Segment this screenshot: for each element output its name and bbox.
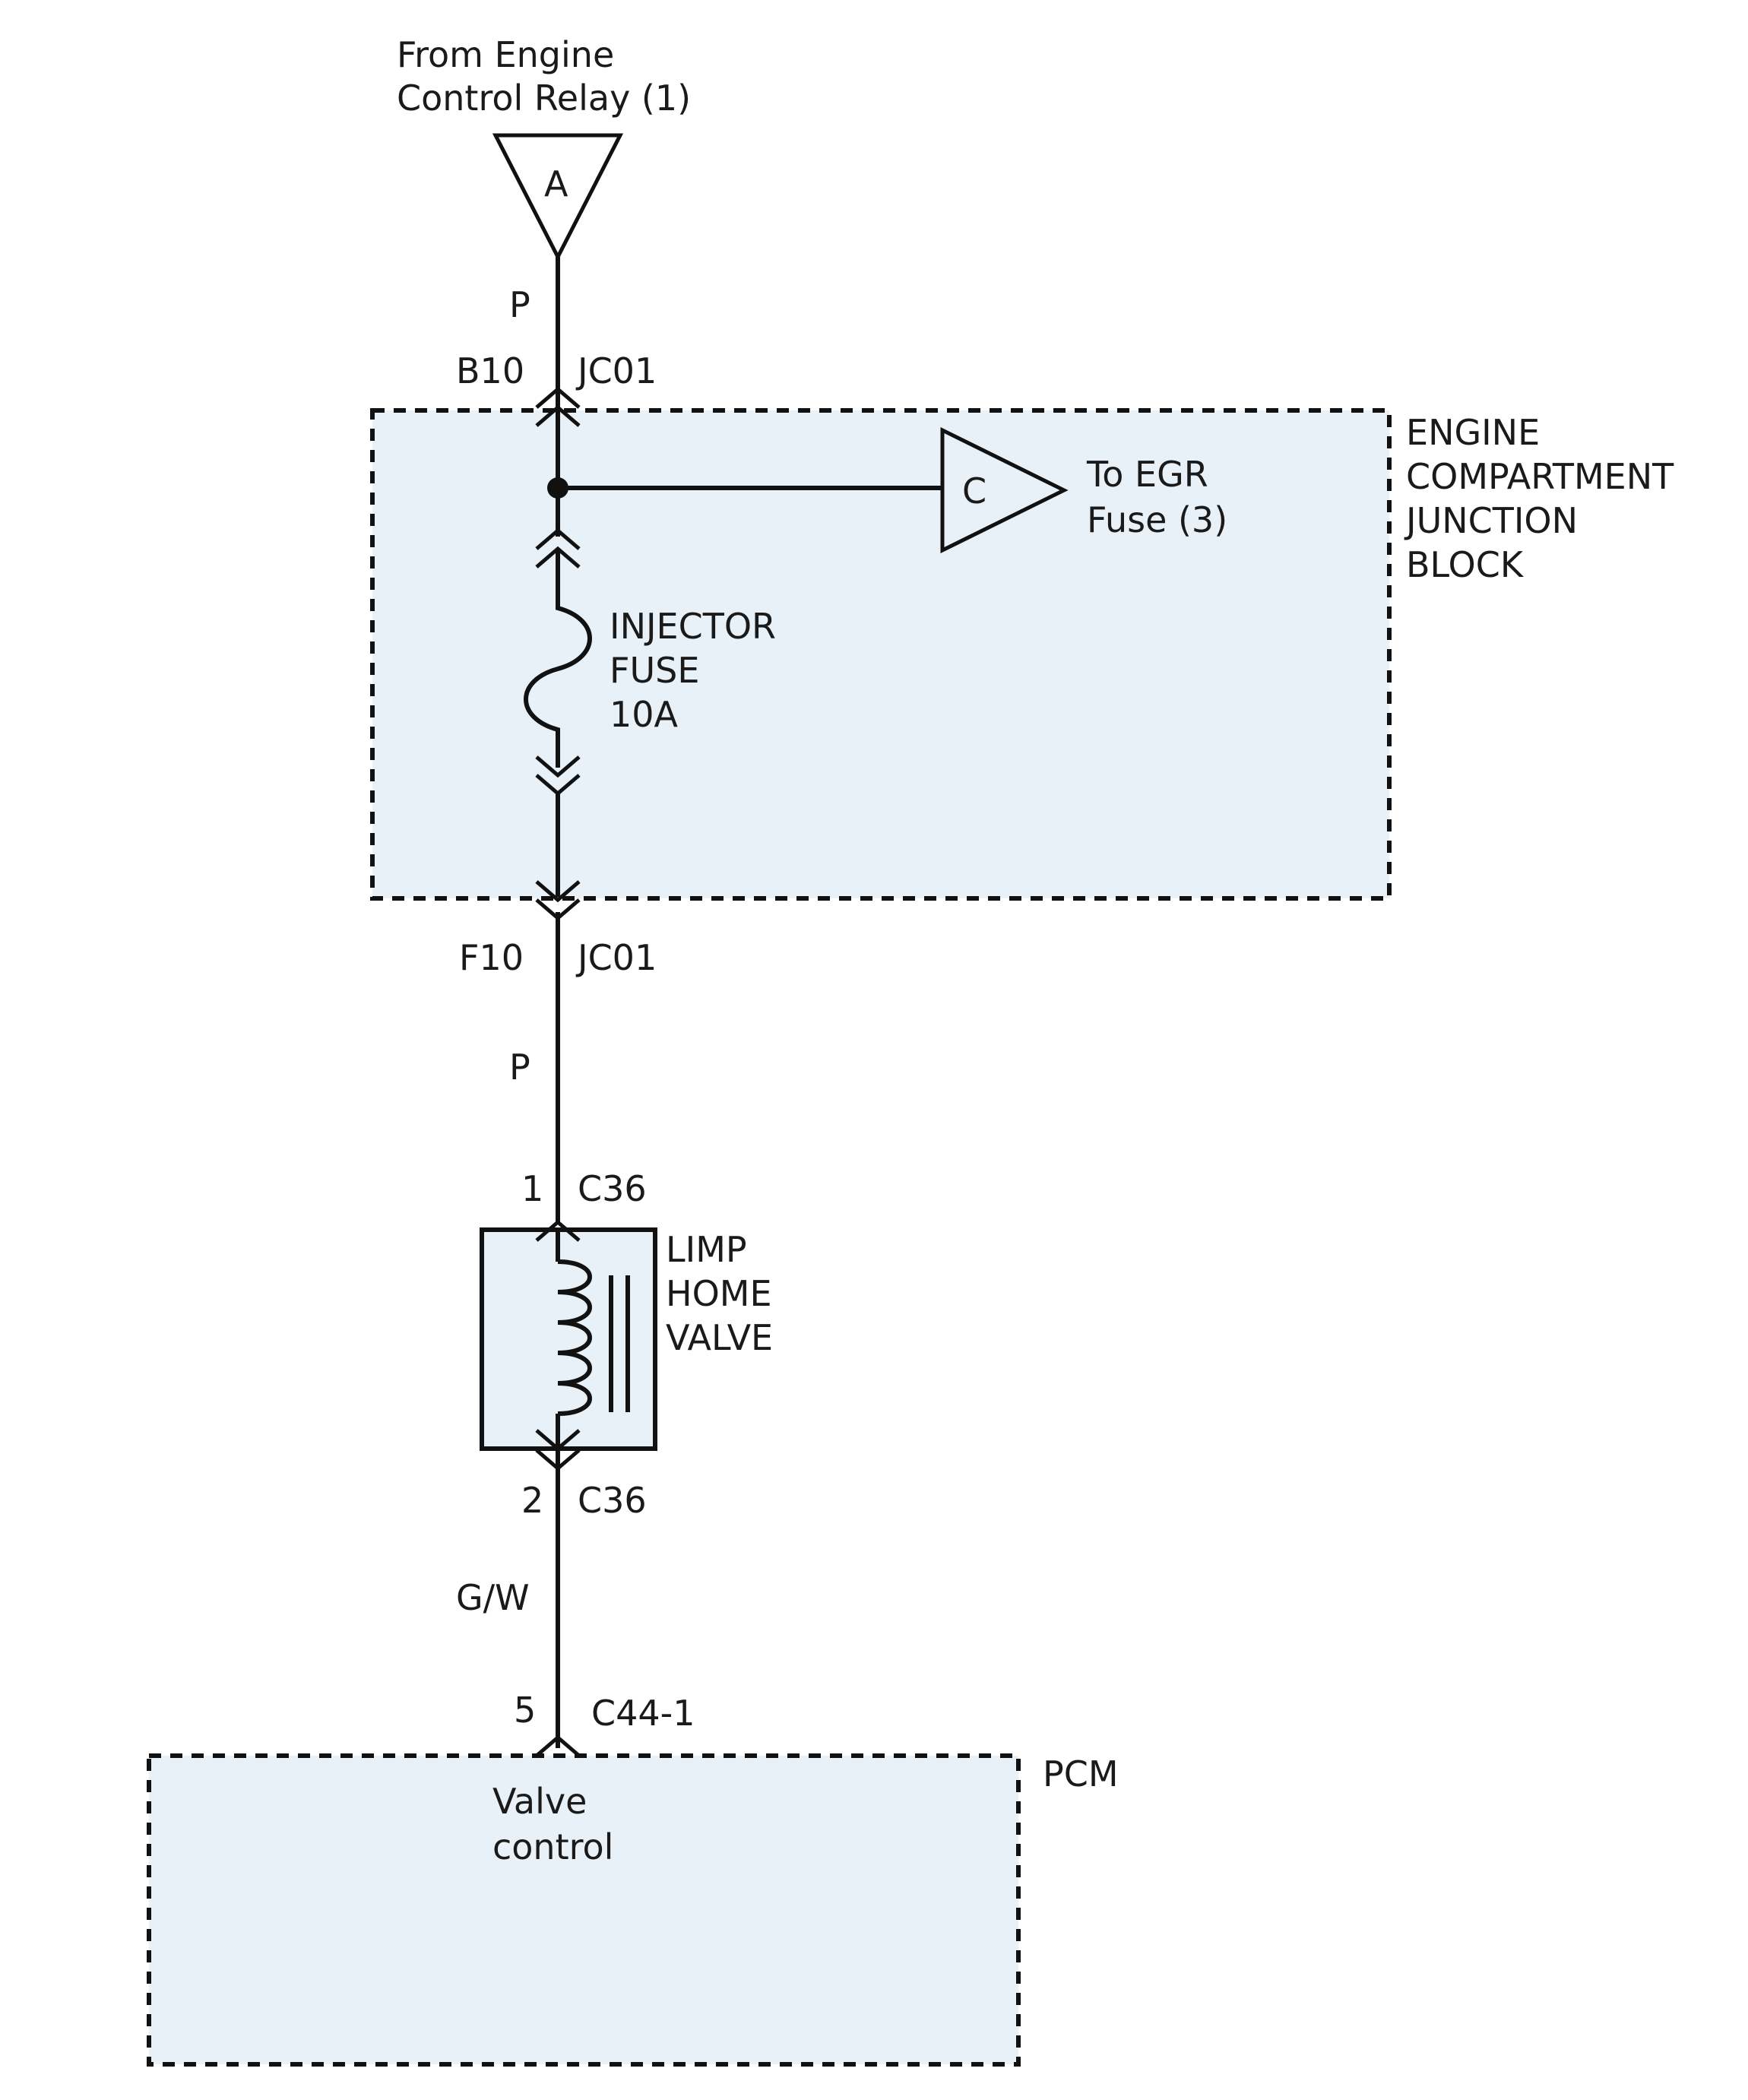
branch-label-line1: To EGR (1086, 454, 1208, 495)
junction-block-box (370, 408, 1392, 901)
source-label-line2: Control Relay (1) (397, 78, 691, 119)
junction-block-name-4: BLOCK (1406, 544, 1525, 585)
wire-top-color: P (509, 284, 530, 325)
junction-block-name-2: COMPARTMENT (1406, 456, 1674, 497)
wire-bottom-color: G/W (456, 1577, 530, 1618)
block-exit-chevron-1 (535, 880, 581, 903)
connector-a-letter: A (544, 163, 568, 204)
pcm-name: PCM (1043, 1753, 1119, 1794)
valve-name-2: HOME (666, 1273, 772, 1314)
valve-pin-top: 1 (521, 1168, 543, 1209)
pcm-function-line2: control (492, 1826, 613, 1867)
connector-a-triangle (492, 133, 624, 261)
wire-mid-connector: JC01 (575, 937, 657, 978)
fuse-terminal-bottom-a (535, 755, 581, 778)
wire-top-pin: B10 (456, 350, 524, 391)
fuse-terminal-top-a (535, 527, 581, 550)
valve-pin-bottom: 2 (521, 1480, 543, 1521)
valve-name-1: LIMP (666, 1229, 747, 1270)
connector-c-triangle (940, 426, 1069, 554)
wire-bottom-connector: C44-1 (591, 1693, 695, 1734)
fuse-label-2: FUSE (610, 650, 699, 691)
valve-name-3: VALVE (666, 1317, 773, 1358)
junction-block-name-1: ENGINE (1406, 412, 1540, 453)
pcm-entry-chevron (535, 1734, 581, 1757)
fuse-label-3: 10A (610, 694, 679, 735)
block-entry-chevron (535, 386, 581, 409)
branch-label-line2: Fuse (3) (1087, 499, 1227, 540)
valve-coil-symbol (557, 1259, 592, 1416)
connector-c-letter: C (962, 470, 986, 512)
wire-bottom-pin: 5 (514, 1690, 536, 1731)
junction-block-name-3: JUNCTION (1404, 500, 1578, 541)
pcm-box (147, 1753, 1021, 2067)
source-label-line1: From Engine (397, 34, 614, 75)
wire-top-connector: JC01 (575, 350, 657, 391)
valve-connector-bottom: C36 (578, 1480, 647, 1521)
valve-connector-top: C36 (578, 1168, 647, 1209)
fuse-label-1: INJECTOR (610, 606, 776, 647)
pcm-function-line1: Valve (492, 1781, 587, 1822)
injector-fuse-symbol (524, 549, 592, 768)
wire-mid-color: P (509, 1047, 530, 1088)
valve-terminal-top (535, 1219, 581, 1242)
wire-mid-pin: F10 (459, 937, 524, 978)
